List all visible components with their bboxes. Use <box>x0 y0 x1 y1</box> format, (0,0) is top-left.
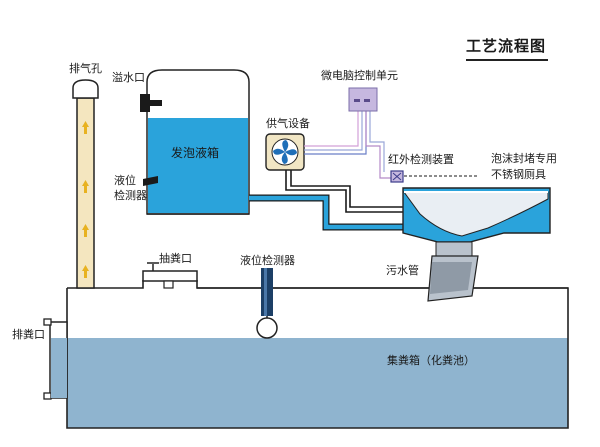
label-micro-controller: 微电脑控制单元 <box>321 69 398 82</box>
air-supply-lines <box>285 170 408 213</box>
ir-detector <box>390 170 478 183</box>
foam-tank <box>140 69 250 215</box>
exhaust-vent <box>72 79 99 289</box>
label-level-detector: 液位检测器 <box>240 254 295 267</box>
foam-pipe <box>249 194 432 231</box>
label-tank-level-detector-2: 检测器 <box>114 189 147 202</box>
fan-icon <box>273 140 297 164</box>
collection-tank <box>66 280 569 429</box>
discharge-port-pipe <box>43 318 68 400</box>
level-detector <box>256 268 278 339</box>
label-overflow-port: 溢水口 <box>112 71 145 84</box>
label-foam-tank: 发泡液箱 <box>171 146 220 160</box>
label-exhaust-hole: 排气孔 <box>69 62 102 75</box>
controller-wiring <box>304 111 395 179</box>
vent-arrow-1 <box>82 121 89 134</box>
label-discharge-port: 排粪口 <box>12 328 45 341</box>
tank-level-sensor <box>143 176 158 186</box>
overflow-pipe <box>140 94 162 112</box>
toilet <box>402 187 551 257</box>
toilet-bowl <box>403 191 549 237</box>
label-collection-tank: 集粪箱（化粪池） <box>387 354 475 367</box>
vent-cap <box>72 79 99 99</box>
title-underline <box>466 59 548 61</box>
foam-liquid <box>148 118 248 213</box>
sewage-water <box>67 338 568 428</box>
label-tank-level-detector-1: 液位 <box>114 174 136 187</box>
sewage-pipe <box>427 255 479 302</box>
toilet-outlet <box>435 241 473 257</box>
label-sewage-pipe: 污水管 <box>386 264 419 277</box>
label-suction-port: 抽粪口 <box>159 252 192 265</box>
vent-arrow-4 <box>82 265 89 278</box>
micro-controller-unit <box>348 87 378 112</box>
vent-arrow-3 <box>82 224 89 237</box>
label-air-supply: 供气设备 <box>266 117 310 130</box>
suction-port <box>142 262 198 289</box>
label-toilet-2: 不锈钢厕具 <box>491 168 546 181</box>
vent-arrow-2 <box>82 180 89 193</box>
diagram-title: 工艺流程图 <box>466 37 547 55</box>
label-toilet-1: 泡沫封堵专用 <box>491 152 557 165</box>
air-supply-device <box>265 133 305 171</box>
label-ir-detector: 红外检测装置 <box>388 153 454 166</box>
